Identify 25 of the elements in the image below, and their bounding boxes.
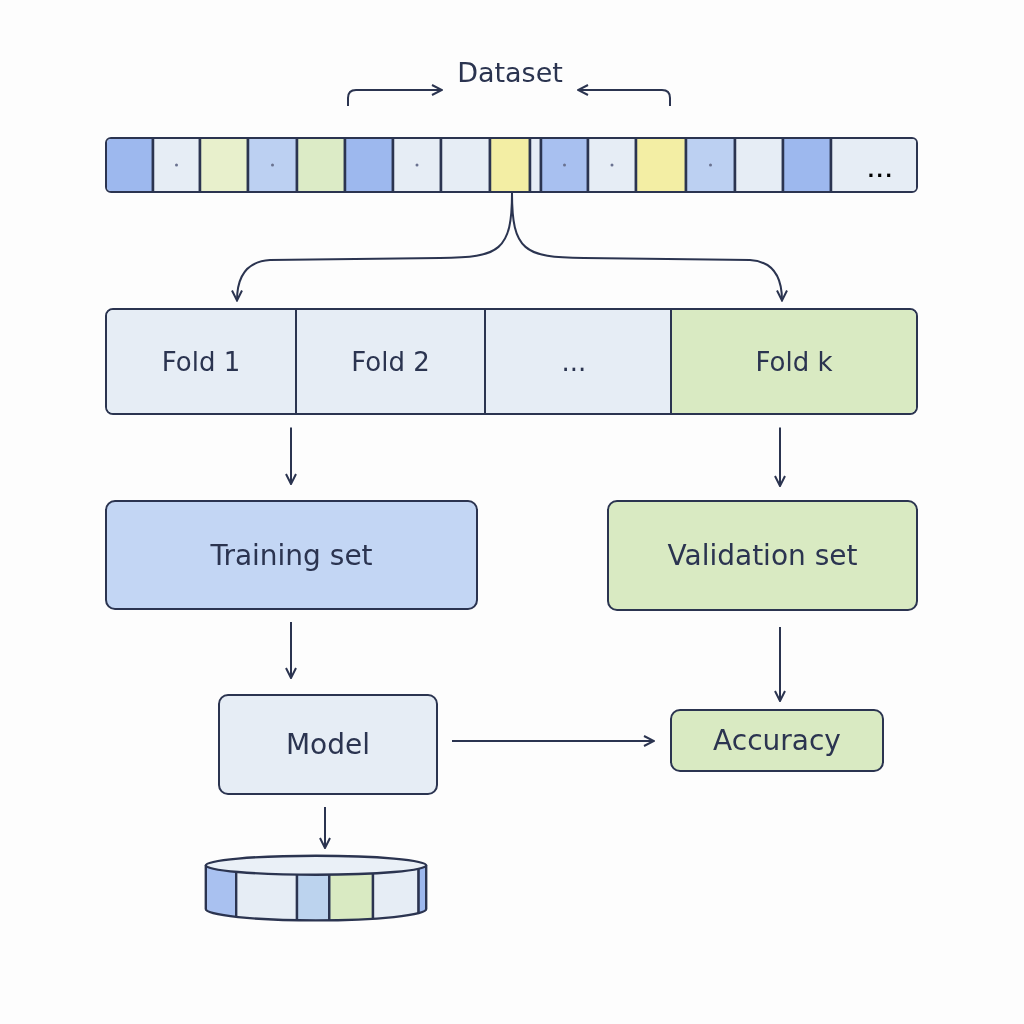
arrow	[285, 426, 297, 485]
node-label: Training set	[210, 538, 373, 572]
arrow	[451, 735, 655, 747]
arrow	[577, 84, 671, 107]
arrow	[774, 426, 786, 487]
result-box	[670, 709, 884, 772]
node-label: Fold k	[755, 346, 833, 377]
node-label: Fold 2	[351, 346, 430, 377]
ellipsis-text: ...	[867, 160, 894, 181]
fold-bar	[105, 308, 918, 415]
process-box	[607, 500, 918, 611]
node-label: Validation set	[667, 539, 858, 572]
arrow	[774, 626, 786, 702]
node-label: Model	[285, 728, 371, 761]
fold-cell	[670, 310, 916, 413]
node-label: ...	[561, 346, 587, 377]
node-label: Accuracy	[713, 724, 841, 757]
arrow	[511, 192, 788, 302]
arrow	[319, 806, 331, 849]
arrow	[347, 84, 443, 107]
process-box	[218, 694, 438, 795]
dataset-title: Dataset	[445, 52, 575, 92]
arrow	[285, 621, 297, 679]
node-label: Fold 1	[161, 346, 241, 377]
process-box	[105, 500, 478, 610]
